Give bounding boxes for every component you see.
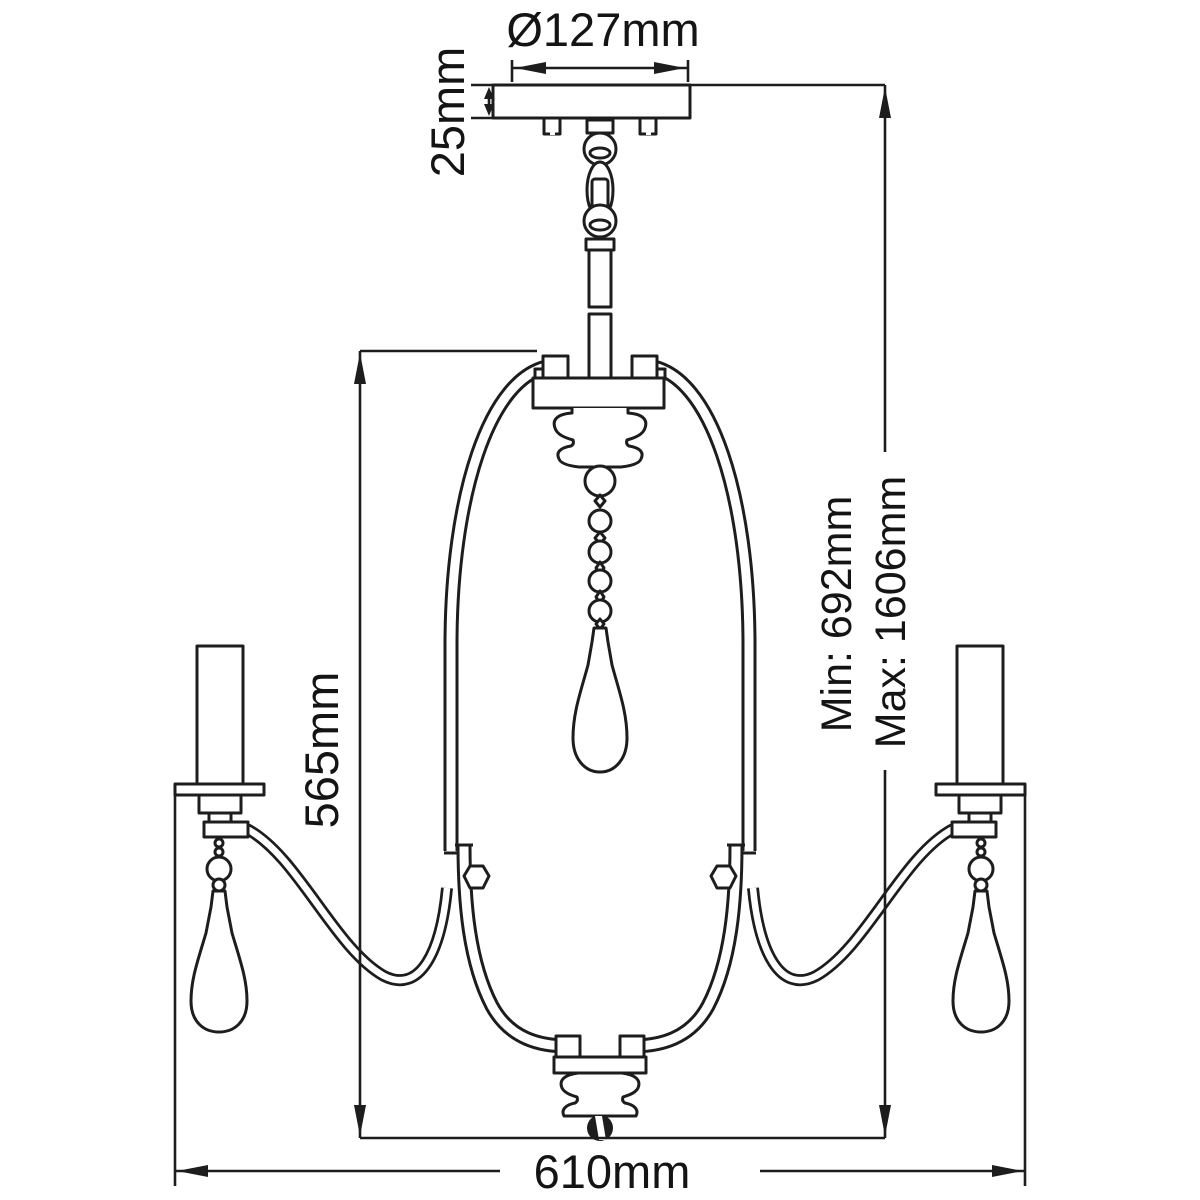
- hex-bolt-right: [709, 864, 738, 890]
- bottom-finial: [552, 1034, 648, 1141]
- frame-lower-curves: [456, 844, 744, 1054]
- canopy-height-dimension: 25mm: [421, 47, 494, 178]
- body-height-label: 565mm: [295, 672, 348, 829]
- overall-width-label: 610mm: [534, 1145, 691, 1198]
- center-crystal-teardrop: [571, 626, 629, 774]
- right-crystal-pendant: [951, 837, 1011, 1034]
- hex-bolt-left: [462, 864, 491, 890]
- candle-arms: [243, 823, 957, 987]
- left-crystal-pendant: [189, 837, 249, 1034]
- overall-width-dimension: 610mm: [173, 790, 1027, 1198]
- body-height-dimension: 565mm: [295, 349, 885, 1140]
- canopy-diameter-label: Ø127mm: [506, 3, 699, 56]
- arm-joint-caps: [444, 843, 756, 855]
- max-drop-label: Max: 1606mm: [867, 476, 915, 748]
- canopy-height-label: 25mm: [421, 47, 474, 178]
- canopy-diameter-dimension: Ø127mm: [506, 3, 700, 82]
- min-drop-label: Min: 692mm: [813, 496, 861, 733]
- left-candle: [173, 644, 266, 839]
- frame-upper-arches: [443, 358, 757, 851]
- center-hub: [531, 354, 667, 498]
- right-candle: [934, 644, 1027, 839]
- ceiling-canopy: [491, 83, 692, 136]
- center-bead-chain: [587, 493, 613, 631]
- hanging-chain: [582, 118, 618, 382]
- drop-height-dimension: Min: 692mm Max: 1606mm: [690, 83, 915, 1138]
